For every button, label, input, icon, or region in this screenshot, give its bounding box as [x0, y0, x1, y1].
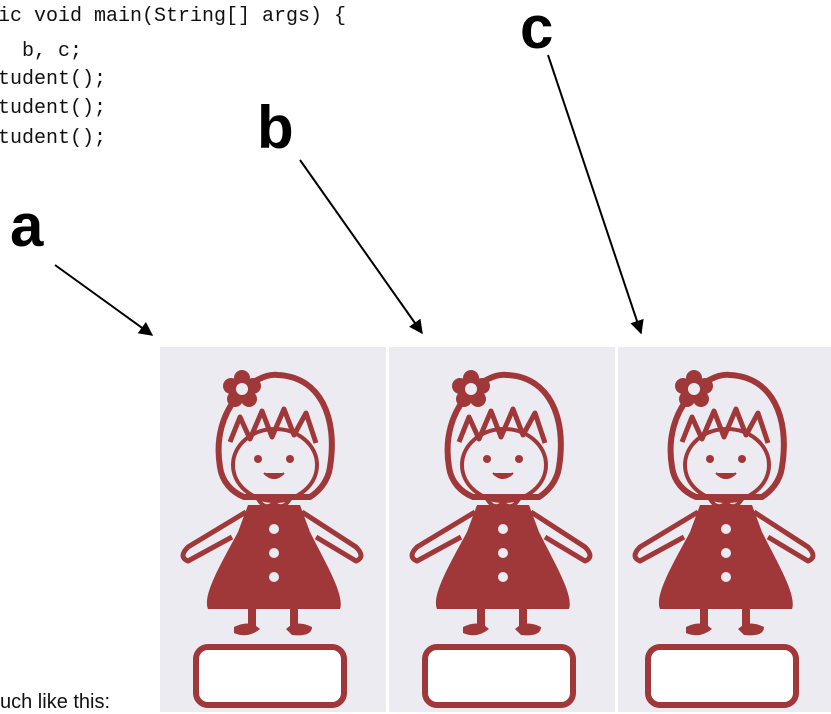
girl-stamp-icon	[180, 370, 364, 708]
image-panel-a	[160, 347, 386, 712]
code-line: ic void main(String[] args) {	[0, 5, 347, 28]
label-b: b	[257, 94, 294, 161]
image-panel-b	[389, 347, 615, 712]
arrow-c	[547, 54, 644, 335]
image-panel-c	[618, 347, 831, 712]
code-snippet: ic void main(String[] args) { b, c; tude…	[0, 0, 460, 160]
code-line: tudent();	[0, 127, 107, 150]
label-c: c	[520, 0, 554, 61]
girl-stamp-icon	[409, 370, 593, 708]
code-line: tudent();	[0, 97, 107, 120]
arrow-a	[54, 264, 154, 336]
code-line: b, c;	[0, 40, 83, 63]
caption-text: uch like this:	[0, 691, 111, 713]
arrow-b	[299, 159, 423, 335]
code-line: tudent();	[0, 68, 107, 91]
label-a: a	[10, 192, 44, 259]
girl-stamp-icon	[632, 370, 816, 708]
